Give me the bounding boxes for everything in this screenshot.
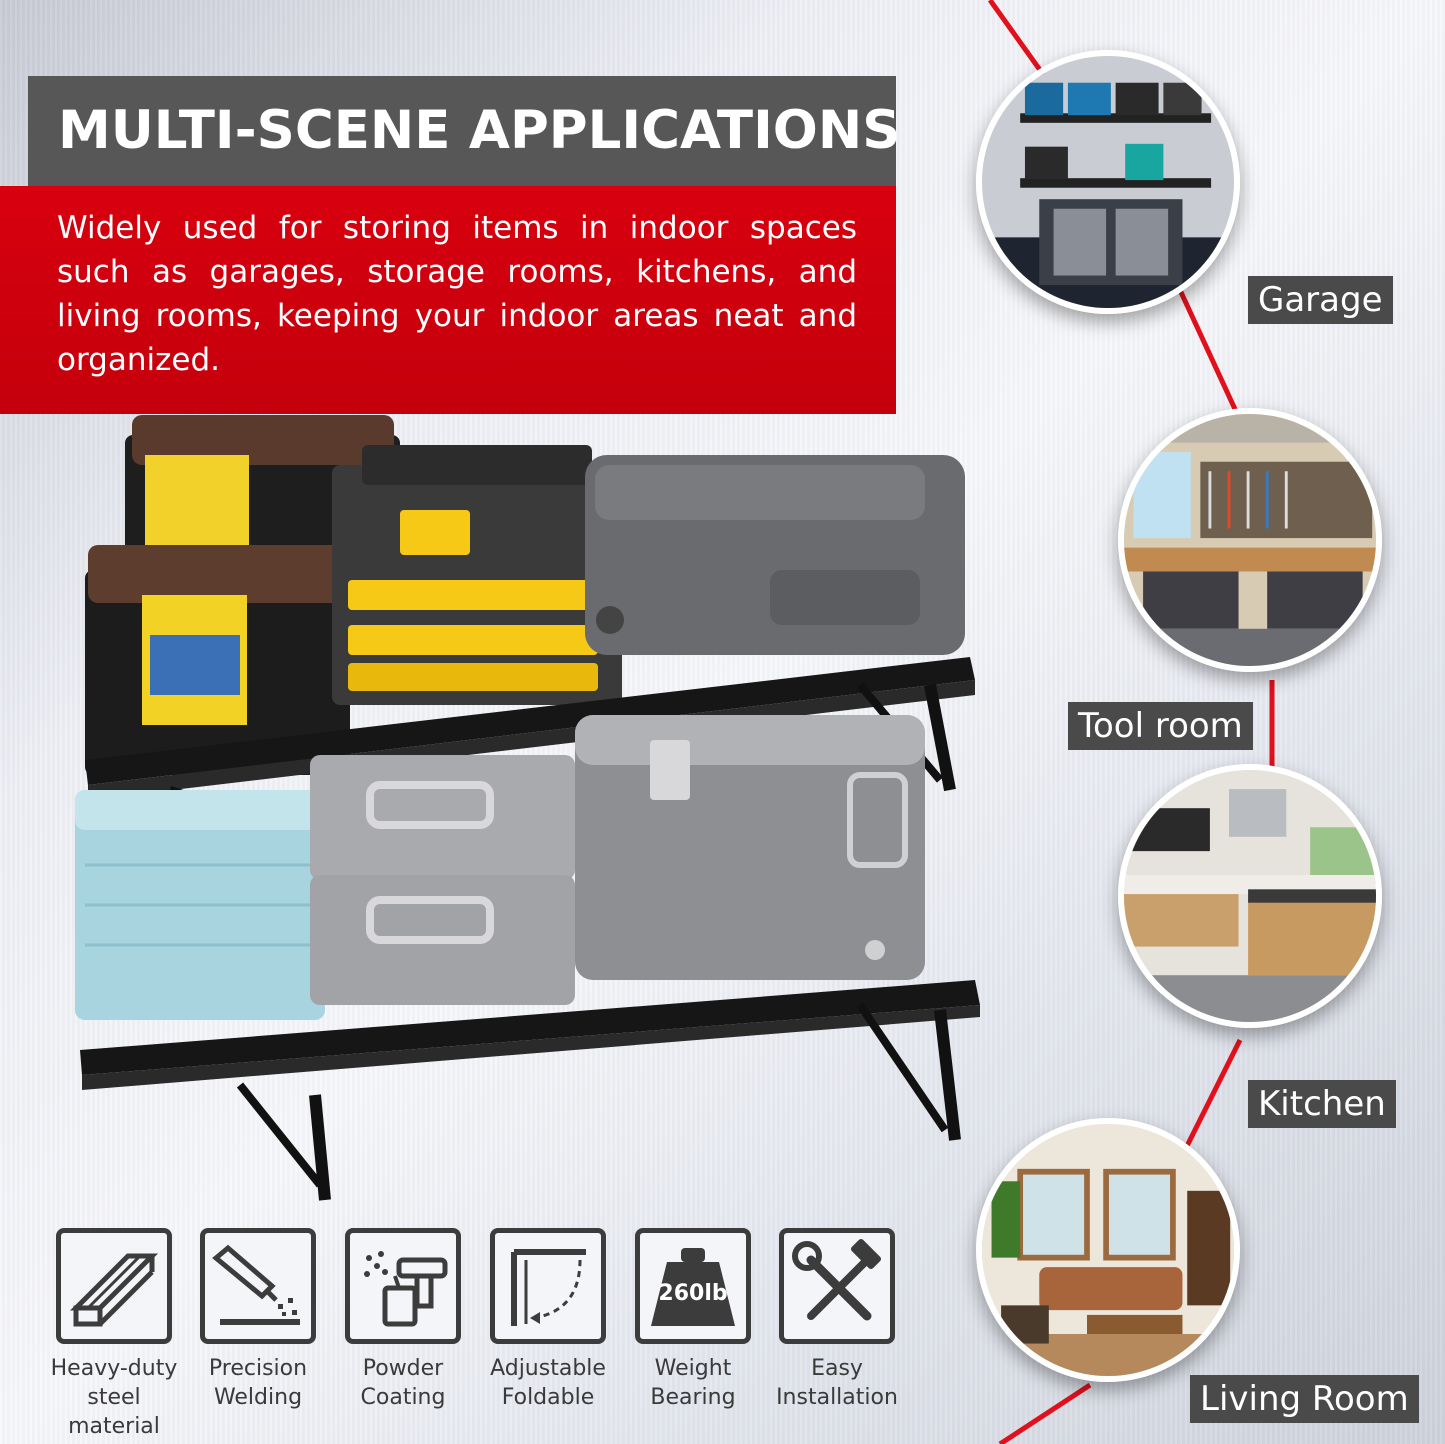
scene-label-living-room: Living Room <box>1190 1375 1419 1423</box>
feature-precision-welding: Precision Welding <box>186 1228 330 1412</box>
steel-beam-icon <box>56 1228 172 1344</box>
page-title: MULTI-SCENE APPLICATIONS <box>58 100 901 161</box>
feature-label-line2: Coating <box>360 1385 446 1410</box>
spray-gun-icon <box>345 1228 461 1344</box>
feature-label: Adjustable Foldable <box>476 1354 620 1412</box>
tools-icon <box>779 1228 895 1344</box>
feature-label-line2: Foldable <box>501 1385 595 1410</box>
feature-label: Weight Bearing <box>621 1354 765 1412</box>
toolbox-surtek <box>85 545 350 775</box>
yellow-drawer-organizer <box>332 445 622 705</box>
gray-cooler <box>575 715 925 980</box>
feature-label: Easy Installation <box>765 1354 909 1412</box>
weight-icon: 260lb <box>635 1228 751 1344</box>
feature-label-line2: Installation <box>776 1385 898 1410</box>
gray-hard-case <box>585 455 965 655</box>
light-blue-storage-bin <box>75 790 325 1020</box>
tool-room-scene-image <box>1124 414 1376 666</box>
feature-label: Precision Welding <box>186 1354 330 1412</box>
feature-label-line1: Heavy-duty <box>50 1356 178 1381</box>
scene-label-garage: Garage <box>1248 276 1393 324</box>
welding-icon <box>200 1228 316 1344</box>
feature-adjustable-foldable: Adjustable Foldable <box>476 1228 620 1412</box>
feature-easy-installation: Easy Installation <box>765 1228 909 1412</box>
kitchen-scene <box>1118 764 1382 1028</box>
title-banner: MULTI-SCENE APPLICATIONS <box>28 76 900 186</box>
garage-scene-image <box>982 56 1234 308</box>
feature-label-line1: Easy <box>811 1356 863 1381</box>
living-room-scene <box>976 1118 1240 1382</box>
feature-label-line2: Welding <box>213 1385 303 1410</box>
silver-aluminum-cases <box>310 755 575 1005</box>
feature-label-line2: Bearing <box>650 1385 736 1410</box>
garage-scene <box>976 50 1240 314</box>
feature-label-line1: Adjustable <box>490 1356 606 1381</box>
feature-label-line1: Precision <box>208 1356 308 1381</box>
scene-label-tool-room: Tool room <box>1068 702 1253 750</box>
scene-label-kitchen: Kitchen <box>1248 1080 1396 1128</box>
weight-value: 260lb <box>658 1281 728 1306</box>
toolbox-duo-pack <box>125 415 400 575</box>
feature-powder-coating: Powder Coating <box>331 1228 475 1412</box>
feature-label: Powder Coating <box>331 1354 475 1412</box>
fold-bracket-icon <box>490 1228 606 1344</box>
feature-label-line2: steel material <box>68 1385 160 1439</box>
wall-shelf-product-image <box>75 415 980 1201</box>
tool-room-scene <box>1118 408 1382 672</box>
description-text: Widely used for storing items in indoor … <box>57 210 857 378</box>
feature-label-line1: Powder <box>362 1356 444 1381</box>
feature-steel-material: Heavy-duty steel material <box>42 1228 186 1441</box>
kitchen-scene-image <box>1124 770 1376 1022</box>
living-room-scene-image <box>982 1124 1234 1376</box>
feature-weight-bearing: 260lb Weight Bearing <box>621 1228 765 1412</box>
feature-label: Heavy-duty steel material <box>42 1354 186 1441</box>
feature-label-line1: Weight <box>654 1356 732 1381</box>
description-panel: Widely used for storing items in indoor … <box>0 186 896 414</box>
